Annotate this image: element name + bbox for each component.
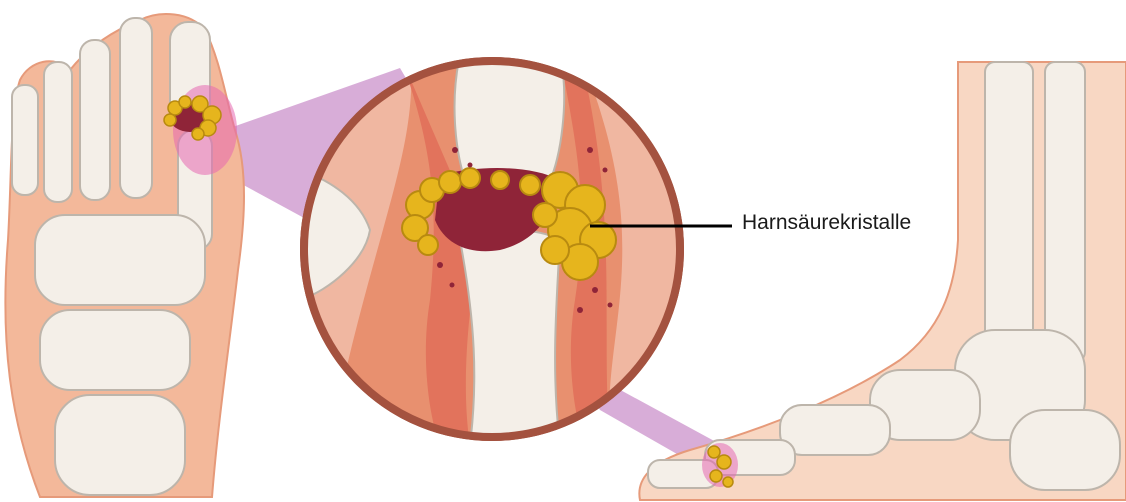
callout-label-uric-acid-crystals: Harnsäurekristalle [742, 211, 911, 235]
foot-top-view [5, 14, 244, 497]
foot-side-view [639, 62, 1126, 500]
magnified-joint [300, 55, 690, 445]
